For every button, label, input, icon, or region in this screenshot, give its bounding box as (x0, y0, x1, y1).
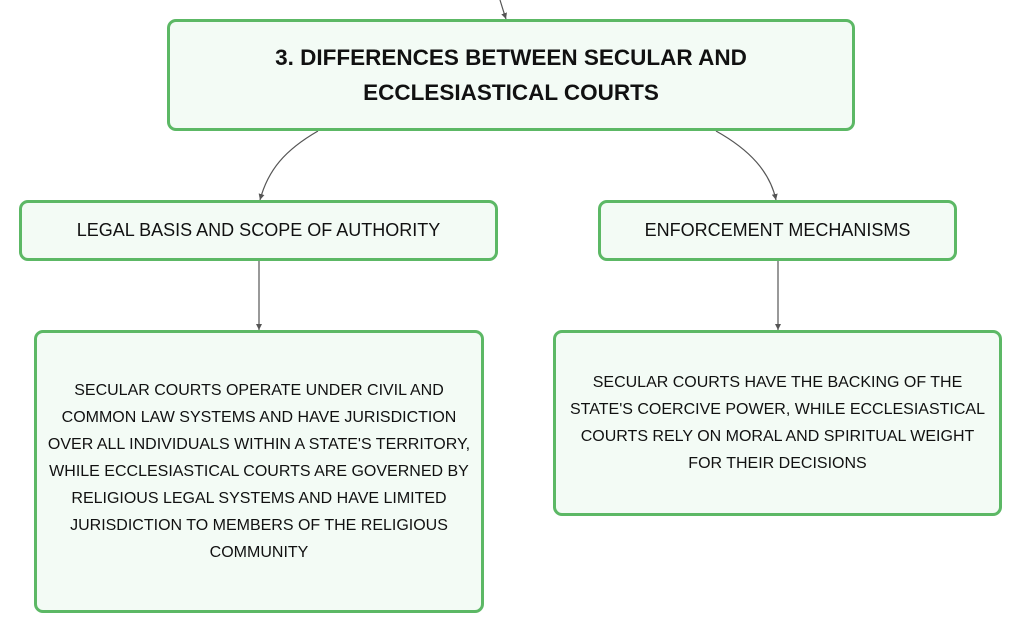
topic-node-enforcement[interactable]: ENFORCEMENT MECHANISMS (598, 200, 957, 261)
detail-text-enforcement: SECULAR COURTS HAVE THE BACKING OF THE S… (570, 374, 985, 472)
incoming-connector (499, 0, 507, 20)
detail-text-legal-basis: SECULAR COURTS OPERATE UNDER CIVIL AND C… (47, 382, 471, 561)
detail-node-legal-basis[interactable]: SECULAR COURTS OPERATE UNDER CIVIL AND C… (34, 330, 484, 613)
root-title: 3. DIFFERENCES BETWEEN SECULAR AND ECCLE… (275, 45, 747, 105)
connector-root-to-legal-basis (258, 130, 319, 201)
topic-label-legal-basis: LEGAL BASIS AND SCOPE OF AUTHORITY (76, 220, 441, 240)
topic-label-enforcement: ENFORCEMENT MECHANISMS (644, 220, 911, 240)
connector-root-to-enforcement (715, 130, 778, 201)
topic-node-legal-basis[interactable]: LEGAL BASIS AND SCOPE OF AUTHORITY (19, 200, 498, 261)
root-node[interactable]: 3. DIFFERENCES BETWEEN SECULAR AND ECCLE… (167, 19, 855, 131)
detail-node-enforcement[interactable]: SECULAR COURTS HAVE THE BACKING OF THE S… (553, 330, 1002, 516)
